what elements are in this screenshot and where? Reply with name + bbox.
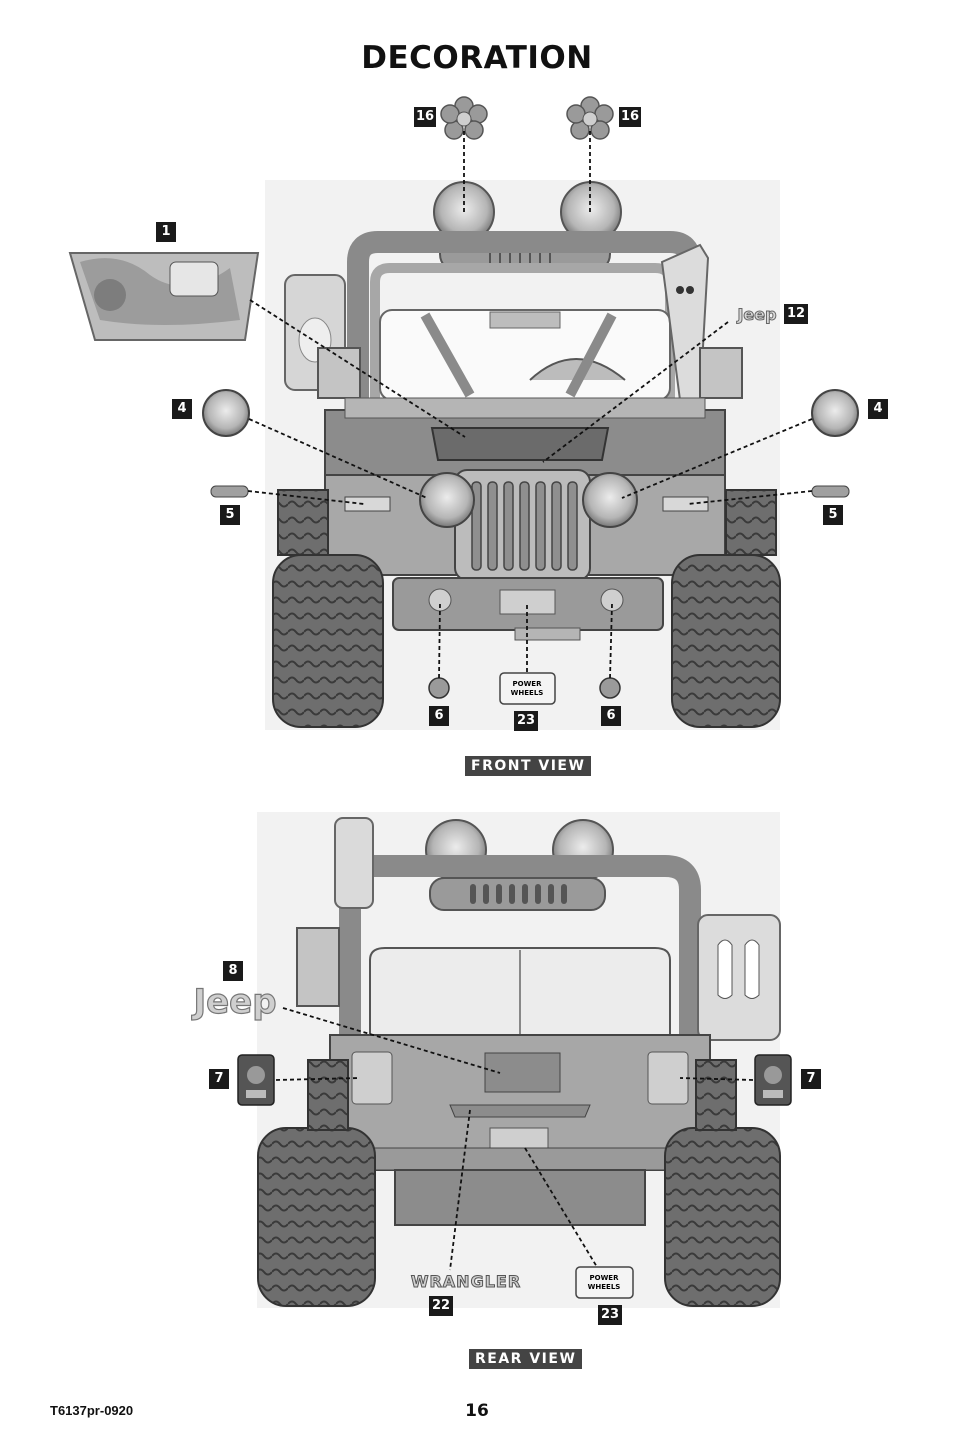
rear-view-label: REAR VIEW — [469, 1349, 583, 1369]
rear-leader-lines — [275, 1007, 754, 1271]
callout-1: 1 — [156, 222, 176, 242]
page-number: 16 — [465, 1401, 489, 1421]
callout-4-right: 4 — [868, 399, 888, 419]
front-leader-lines — [247, 131, 813, 679]
page-title: DECORATION — [361, 40, 593, 76]
decal-16-flower-right — [566, 96, 614, 140]
callout-5-left: 5 — [220, 505, 240, 525]
decal-7-taillight-left — [237, 1054, 275, 1106]
callout-16-left: 16 — [414, 107, 436, 127]
decal-16-flower-left — [440, 96, 488, 140]
decal-22-wrangler: WRANGLER — [411, 1272, 521, 1291]
decal-6-foglight-right — [599, 677, 621, 699]
callout-22: 22 — [429, 1296, 453, 1316]
callout-6-right: 6 — [601, 706, 621, 726]
callout-7-left: 7 — [209, 1069, 229, 1089]
svg-text:POWER: POWER — [513, 680, 543, 688]
callout-23-rear: 23 — [598, 1305, 622, 1325]
decal-4-headlight-right — [811, 389, 859, 437]
front-view-vehicle — [265, 180, 781, 730]
decal-5-marker-right — [811, 485, 850, 498]
decal-5-marker-left — [210, 485, 249, 498]
document-code: T6137pr-0920 — [50, 1403, 134, 1418]
callout-8: 8 — [223, 961, 243, 981]
callout-7-right: 7 — [801, 1069, 821, 1089]
callout-16-right: 16 — [619, 107, 641, 127]
decal-23-power-wheels-rear: POWER WHEELS — [575, 1266, 634, 1299]
decal-8-jeep-large: Jeep — [191, 982, 276, 1022]
front-view-label: FRONT VIEW — [465, 756, 592, 776]
decal-12-jeep-small: Jeep — [736, 305, 776, 324]
svg-text:POWER: POWER — [590, 1274, 620, 1282]
callout-6-left: 6 — [429, 706, 449, 726]
svg-text:WHEELS: WHEELS — [588, 1283, 621, 1291]
decal-1-hood-graphic — [68, 252, 260, 341]
decal-6-foglight-left — [428, 677, 450, 699]
decal-23-power-wheels-front: POWER WHEELS — [499, 672, 556, 705]
callout-4-left: 4 — [172, 399, 192, 419]
decal-4-headlight-left — [202, 389, 250, 437]
decal-7-taillight-right — [754, 1054, 792, 1106]
svg-text:WHEELS: WHEELS — [511, 689, 544, 697]
callout-5-right: 5 — [823, 505, 843, 525]
callout-12: 12 — [784, 304, 808, 324]
rear-view-vehicle — [257, 812, 781, 1308]
callout-23-front: 23 — [514, 711, 538, 731]
